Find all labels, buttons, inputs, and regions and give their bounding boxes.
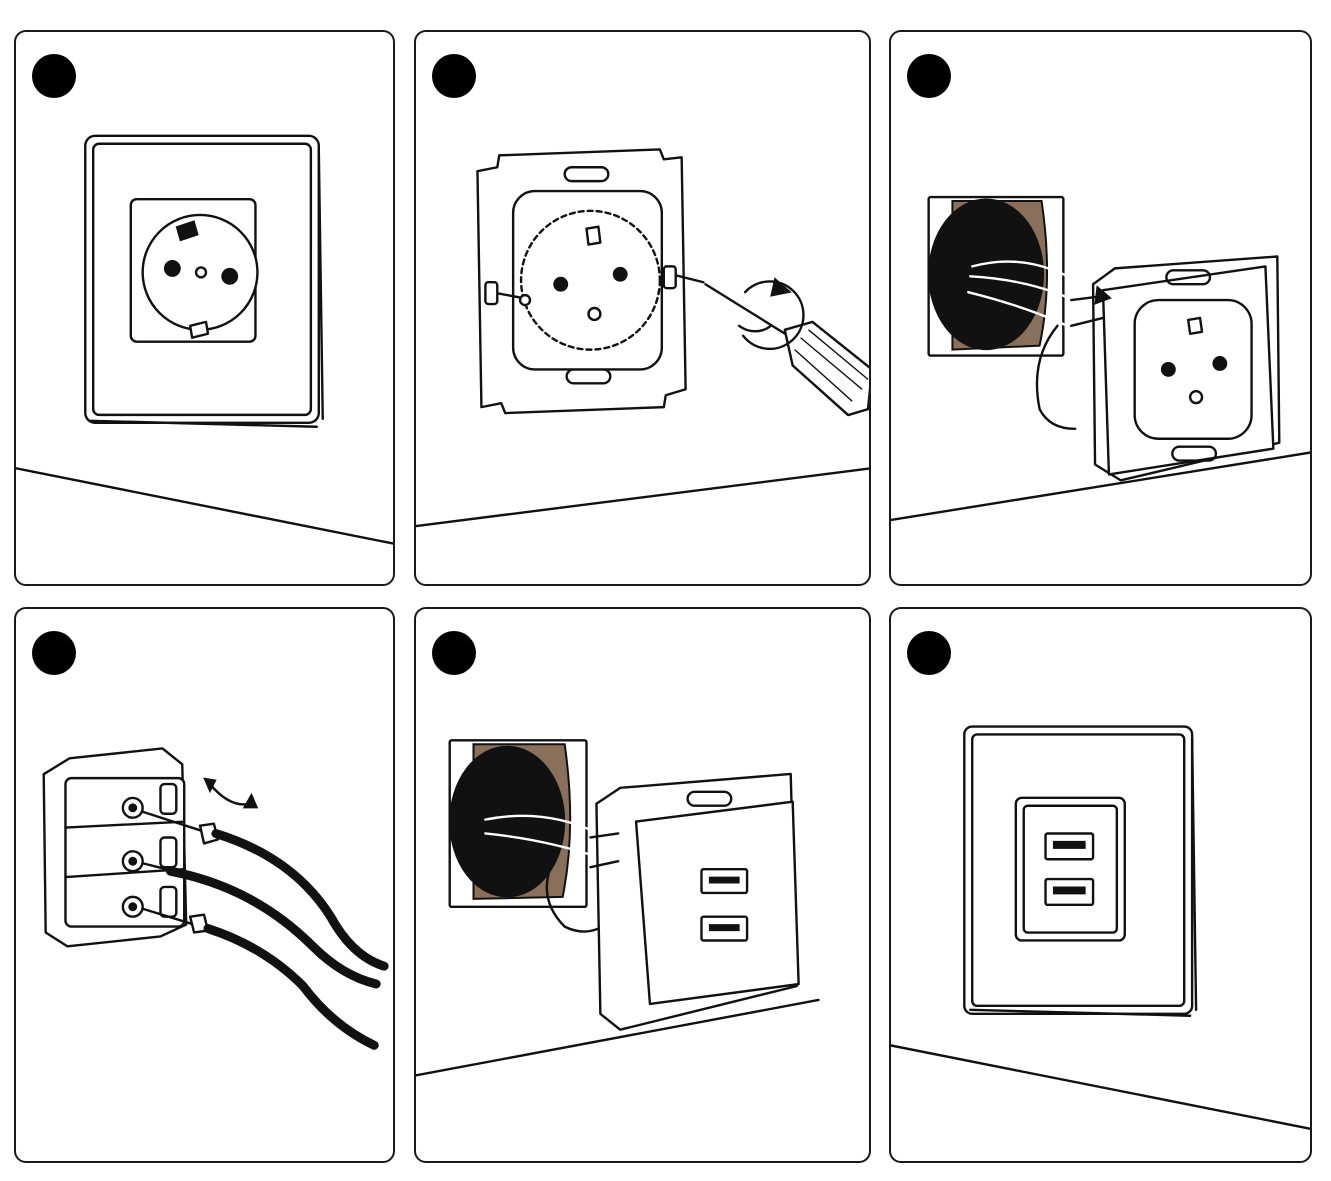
step-panel-4 xyxy=(14,607,395,1163)
usb-charger-installed-illustration xyxy=(891,609,1310,1161)
step-panel-1 xyxy=(14,30,395,586)
disconnect-wires-illustration xyxy=(16,609,393,1161)
step-marker-6 xyxy=(907,631,951,675)
socket-installed-illustration xyxy=(16,32,393,584)
step-marker-3 xyxy=(907,54,951,98)
step-panel-5 xyxy=(414,607,871,1163)
step-marker-5 xyxy=(432,631,476,675)
unscrew-mechanism-illustration xyxy=(416,32,869,584)
step-marker-1 xyxy=(32,54,76,98)
insert-usb-mechanism-illustration xyxy=(416,609,869,1161)
pull-out-mechanism-illustration xyxy=(891,32,1310,584)
step-panel-2 xyxy=(414,30,871,586)
step-panel-6 xyxy=(889,607,1312,1163)
step-marker-2 xyxy=(432,54,476,98)
step-marker-4 xyxy=(32,631,76,675)
step-panel-3 xyxy=(889,30,1312,586)
